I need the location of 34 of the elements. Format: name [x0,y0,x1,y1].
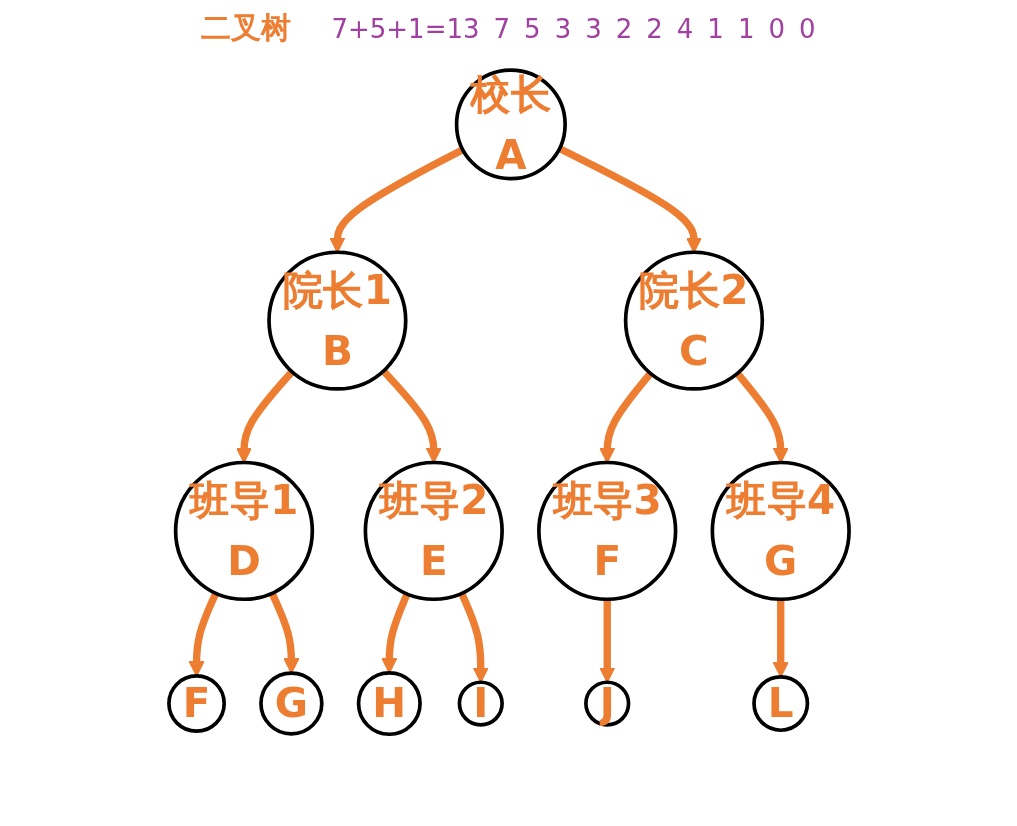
arrow [380,592,411,674]
handwritten-note: 7+5+1=13 [331,13,480,44]
arrow [328,146,464,253]
node-circle: 班导1 D [173,460,314,602]
node-circle: 院长1 B [266,250,408,391]
node-circle: 班导2 E [363,460,504,602]
handwritten-note: 7 [493,13,511,44]
handwritten-note: 0 [768,13,785,44]
handwritten-note: 4 [676,13,694,44]
handwritten-note: 3 [585,13,602,44]
handwritten-note: 1 [707,13,724,44]
arrow [598,599,615,683]
handwritten-note: 1 [737,13,755,44]
arrow [457,591,489,683]
handwritten-note: 2 [615,13,633,44]
node-circle: I [457,680,504,727]
handwritten-note: 2 [646,13,663,44]
arrow [772,599,789,678]
handwritten-note: 5 [524,13,541,44]
handwritten-note: 3 [554,13,572,44]
node-circle: F [166,674,226,733]
handwritten-note: 0 [799,13,816,44]
node-circle: 班导4 G [710,460,851,602]
node-circle: G [258,671,324,736]
arrow [557,145,702,253]
node-circle: L [751,675,809,733]
node-circle: 班导3 F [536,460,677,602]
node-circle: 院长2 C [623,250,764,391]
node-circle: J [583,680,630,727]
diagram-title: 二叉树 [201,9,292,47]
node-circle: H [356,670,422,737]
arrow [187,591,219,677]
arrow [268,591,299,674]
node-circle: 校长 A [454,68,567,181]
